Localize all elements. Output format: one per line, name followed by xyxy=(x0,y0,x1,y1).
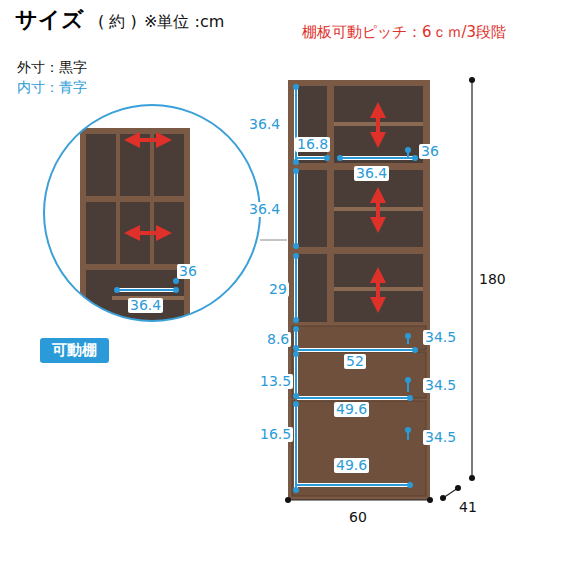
dimension-value: 36.4 xyxy=(354,166,389,181)
dimension-value: 36.4 xyxy=(247,117,282,132)
dimension-value: 36 xyxy=(419,144,441,159)
dimension-value: 16.5 xyxy=(258,427,293,442)
page-title: サイズ xyxy=(15,8,84,32)
dimension-value: 60 xyxy=(347,510,369,525)
note-text: 外寸：黒字 xyxy=(15,60,89,75)
dimension-value: 180 xyxy=(477,272,508,287)
dimension-value: 41 xyxy=(457,500,479,515)
dimension-value: 52 xyxy=(344,354,366,369)
dimension-value: 36 xyxy=(177,264,199,279)
dimension-value: 49.6 xyxy=(334,402,369,417)
dimension-value: 49.6 xyxy=(334,458,369,473)
note-text: ※単位 :cm xyxy=(142,13,226,31)
note-text: ( 約 ) xyxy=(96,13,139,31)
dimension-value: 36.4 xyxy=(247,202,282,217)
dimension-value: 29 xyxy=(267,282,289,297)
dimension-value: 34.5 xyxy=(423,330,458,345)
note-text: 棚板可動ピッチ：6ｃｍ/3段階 xyxy=(300,24,508,41)
dimension-value: 13.5 xyxy=(258,374,293,389)
box-label: 可動棚 xyxy=(52,342,97,359)
dimension-value: 16.8 xyxy=(295,137,330,152)
dimension-value: 34.5 xyxy=(423,378,458,393)
label-box: 可動棚 xyxy=(40,338,109,363)
dimension-value: 34.5 xyxy=(423,430,458,445)
dimension-value: 36.4 xyxy=(128,298,163,313)
dimension-value: 8.6 xyxy=(265,332,291,347)
note-text: 内寸：青字 xyxy=(15,80,89,95)
